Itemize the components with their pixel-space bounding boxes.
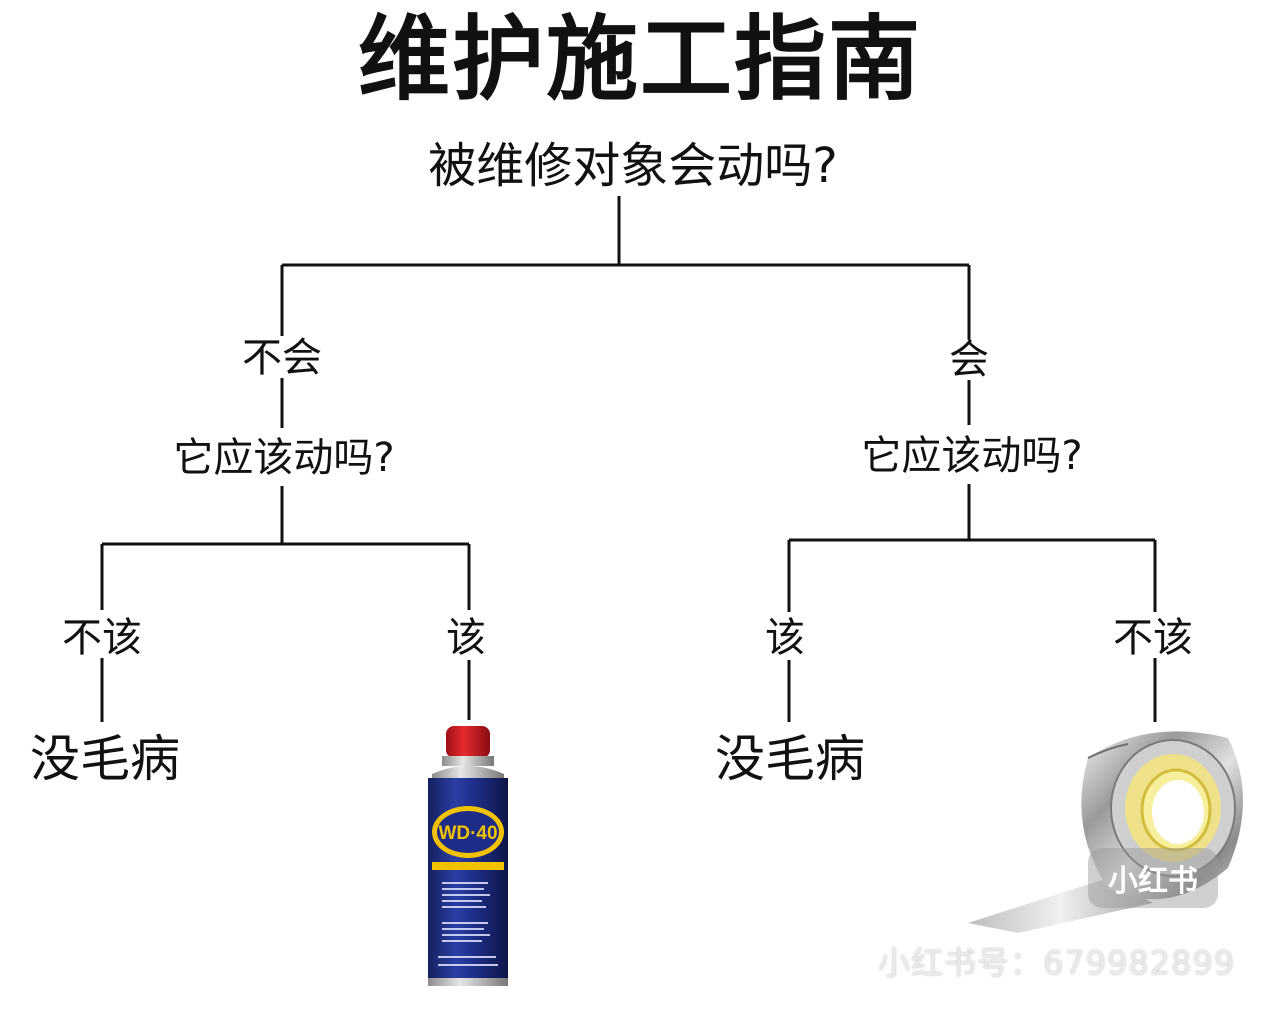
watermark-id: 小红书号：679982899 (878, 944, 1236, 982)
right-left-answer: 该 (765, 615, 805, 661)
duct-tape-roll-icon (968, 731, 1243, 933)
left-left-answer: 不该 (62, 615, 142, 661)
root-question: 被维修对象会动吗? (428, 138, 838, 194)
watermark-logo: 小红书 (1088, 848, 1218, 908)
left-left-result: 没毛病 (30, 730, 180, 788)
right-sub-question: 它应该动吗? (861, 433, 1083, 479)
page-title: 维护施工指南 (357, 6, 923, 113)
answer-moves: 会 (949, 337, 989, 383)
wd40-spray-can-icon: WD·40 (428, 726, 508, 986)
right-left-result: 没毛病 (715, 730, 865, 788)
left-sub-question: 它应该动吗? (173, 435, 395, 481)
right-right-answer: 不该 (1113, 615, 1193, 661)
wd40-logo-text: WD·40 (438, 823, 497, 844)
left-right-answer: 该 (446, 615, 486, 661)
answer-no-move: 不会 (242, 335, 322, 381)
